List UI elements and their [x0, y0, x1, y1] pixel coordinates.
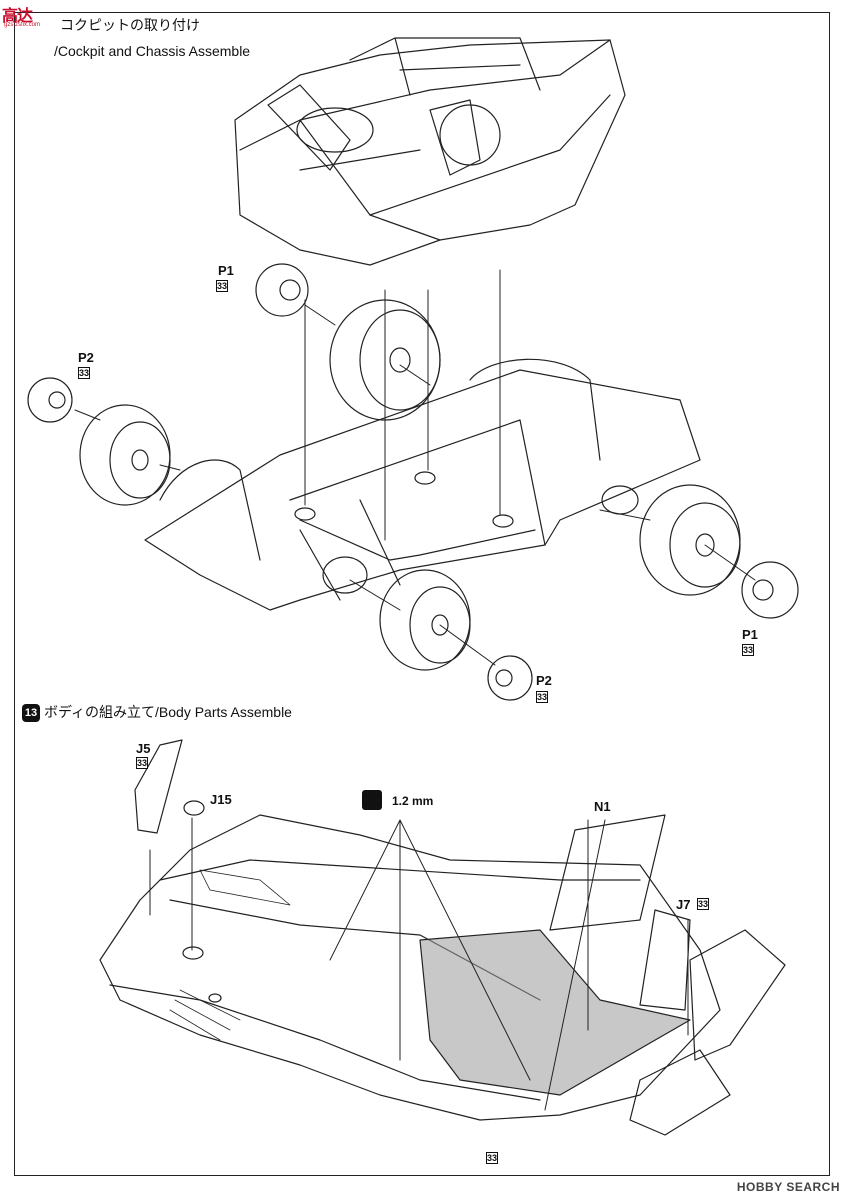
badge-p2-bottom: 33	[536, 691, 548, 703]
label-p2-bottom: P2	[536, 673, 552, 688]
assembly-arrows-step13	[149, 817, 689, 1111]
chassis-drawing	[144, 358, 701, 611]
step12-title-en: /Cockpit and Chassis Assemble	[54, 43, 251, 59]
wheel-front-bottom	[379, 569, 471, 671]
part-j7-drawing	[639, 909, 691, 1011]
brake-disc-p1-right	[741, 561, 799, 619]
badge-p2-left: 33	[78, 367, 90, 379]
label-j15: J15	[210, 792, 232, 807]
step12-title-jp: コクピットの取り付け	[60, 17, 200, 33]
label-p1-right: P1	[742, 627, 758, 642]
watermark-logo: 高达	[2, 8, 33, 25]
badge-p1-top: 33	[216, 280, 228, 292]
watermark-url: gzs.zsfix.com	[4, 22, 41, 28]
part-rear-bumper-drawing	[689, 929, 786, 1061]
label-j7: J7	[676, 897, 691, 912]
wheel-rear-right	[639, 484, 741, 596]
page-frame	[14, 12, 830, 1176]
badge-j7: 33	[697, 898, 709, 910]
label-n1: N1	[594, 799, 611, 814]
brake-disc-p2-left	[27, 377, 73, 423]
badge-p1-right: 33	[742, 644, 754, 656]
label-p1-top: P1	[218, 263, 234, 278]
label-j5: J5	[136, 741, 151, 756]
part-j5-drawing	[134, 739, 183, 834]
drill-icon	[362, 790, 382, 810]
body-drawing	[99, 814, 731, 1136]
cockpit-tub-drawing	[234, 37, 626, 266]
page-number: 33	[486, 1152, 498, 1164]
step13-title-text: ボディの組み立て/Body Parts Assemble	[44, 704, 292, 720]
part-n1-drawing	[549, 814, 666, 931]
label-p2-left: P2	[78, 350, 94, 365]
part-j15-drawing	[183, 800, 205, 816]
badge-j5: 33	[136, 757, 148, 769]
watermark-footer: HOBBY SEARCH	[736, 1180, 840, 1194]
step13-number: 13	[22, 704, 40, 723]
wheel-front-left	[79, 404, 171, 506]
assembly-arrows-step12	[74, 269, 756, 666]
brake-disc-p2-bottom	[487, 655, 533, 701]
brake-disc-p1-top	[255, 263, 309, 317]
drill-size-label: 1.2 mm	[392, 794, 434, 808]
